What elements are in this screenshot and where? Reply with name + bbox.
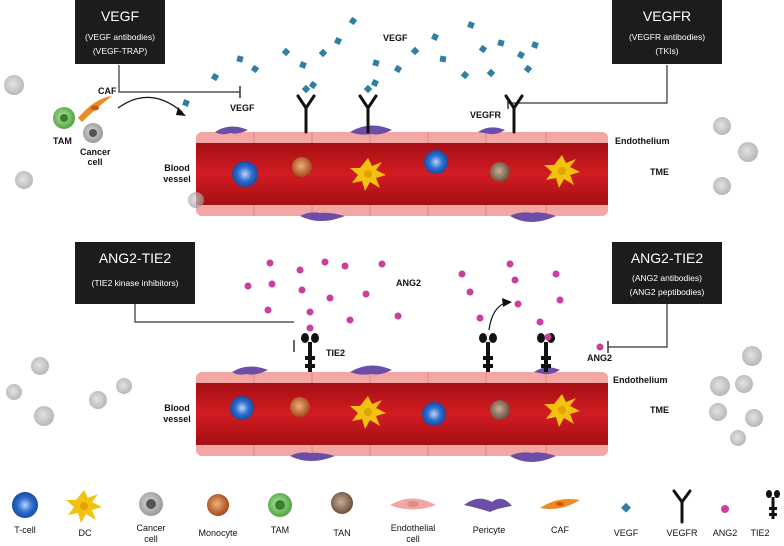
ang2-label: ANG2 [396, 278, 422, 288]
legend-label-monocyte: Monocyte [198, 528, 238, 538]
tan-in-vessel [490, 162, 510, 182]
legend-label-vegf: VEGF [613, 528, 639, 538]
vegfr-box-line-2: (TKIs) [655, 46, 679, 56]
legend-label-vegfr: VEGFR [666, 528, 698, 538]
legend [12, 489, 780, 524]
vegfr-inhibition-line [508, 65, 668, 104]
bottom-panel [6, 258, 763, 462]
tan-in-vessel-2 [490, 400, 510, 420]
dc-in-vessel-2 [544, 155, 580, 188]
tme-background-cells-bottom [6, 346, 763, 446]
ang2-tie2-left-title: ANG2-TIE2 [98, 250, 172, 266]
legend-label-caf: CAF [551, 525, 569, 535]
vegf-cloud-label: VEGF [383, 33, 408, 43]
tam-icon [268, 493, 292, 517]
t-cell-in-vessel-3 [230, 396, 254, 420]
t-cell-in-vessel-2 [424, 150, 448, 174]
ang2-tie2-left-box: ANG2-TIE2 (TIE2 kinase inhibitors) [75, 242, 195, 304]
blood-vessel-top [196, 125, 608, 222]
caf-label: CAF [98, 86, 117, 96]
legend-label-tan: TAN [333, 528, 351, 538]
tie2-inhibition-line [134, 304, 294, 323]
t-cell-icon [12, 492, 38, 518]
t-cell-in-vessel [232, 161, 258, 187]
vegf-box-line-2: (VEGF-TRAP) [92, 46, 148, 56]
legend-label-tie2: TIE2 [750, 528, 770, 538]
ang2-free-label: ANG2 [587, 353, 613, 363]
vegf-particles [182, 16, 539, 107]
cancer-cell-icon [139, 492, 163, 516]
tie2-receptors [301, 333, 555, 372]
pericyte-icon [464, 498, 512, 512]
ang2-tie2-left-line-1: (TIE2 kinase inhibitors) [91, 278, 179, 288]
vegfr-receptors-top [296, 94, 524, 134]
tme-label-bottom: TME [650, 405, 669, 415]
secretion-arrow-head [176, 107, 186, 116]
cancer-cell-label: Cancer cell [80, 147, 111, 167]
legend-label-dc: DC [78, 528, 92, 538]
vegfr-box-line-1: (VEGFR antibodies) [628, 32, 706, 42]
blood-vessel-label-bottom: Blood vessel [163, 403, 191, 424]
vegfr-box-title: VEGFR [642, 8, 692, 24]
ang2-icon [721, 505, 729, 513]
dc-in-vessel-3 [350, 396, 386, 429]
legend-label-t-cell: T-cell [14, 525, 36, 535]
ang2-release-arrow-head [502, 298, 512, 307]
tie2-label: TIE2 [326, 348, 346, 358]
secretion-arrow [117, 96, 183, 113]
endothelium-label-bottom: Endothelium [613, 375, 668, 385]
t-cell-in-vessel-4 [422, 402, 446, 426]
endothelial-cell-icon [390, 498, 436, 510]
caf-icon [540, 499, 580, 509]
vegfr-label: VEGFR [470, 110, 502, 120]
endothelium-label-top: Endothelium [615, 136, 670, 146]
monocyte-icon [207, 494, 229, 516]
vegfr-inhibitor-box: VEGFR (VEGFR antibodies) (TKIs) [612, 0, 722, 64]
ang2-inhibition-line [608, 304, 668, 348]
monocyte-in-vessel [292, 157, 312, 177]
cancer-cell-top [83, 123, 103, 143]
vegf-inhibition-line [118, 65, 240, 93]
legend-label-pericyte: Pericyte [472, 525, 506, 535]
tme-background-cells [4, 75, 758, 208]
vegf-inhibitor-box: VEGF (VEGF antibodies) (VEGF-TRAP) [75, 0, 165, 64]
tie2-icon [766, 490, 780, 519]
ang2-tie2-right-box: ANG2-TIE2 (ANG2 antibodies) (ANG2 peptib… [612, 242, 722, 304]
tam-cell [53, 107, 75, 129]
ang2-tie2-right-line-2: (ANG2 peptibodies) [629, 287, 705, 297]
dc-in-vessel-4 [544, 394, 580, 427]
tan-icon [331, 492, 353, 514]
dc-in-vessel [350, 158, 386, 191]
blood-vessel-label-top: Blood vessel [163, 163, 191, 184]
dendritic-cell-icon [66, 490, 102, 523]
vegf-bound [301, 84, 373, 94]
ang2-particles [244, 258, 604, 351]
ang2-tie2-right-line-1: (ANG2 antibodies) [632, 273, 702, 283]
legend-label-ang2: ANG2 [712, 528, 738, 538]
ang2-tie2-right-title: ANG2-TIE2 [630, 250, 704, 266]
legend-label-tam: TAM [270, 525, 290, 535]
legend-label-cancer-cell: Cancer cell [136, 523, 166, 544]
ang2-release-arrow [488, 302, 506, 331]
vegf-box-line-1: (VEGF antibodies) [85, 32, 155, 42]
blood-vessel-bottom [196, 365, 608, 462]
top-panel [4, 16, 758, 222]
vegf-icon [621, 502, 631, 513]
legend-label-endothelial-cell: Endothelial cell [390, 523, 436, 544]
vegf-label: VEGF [230, 103, 255, 113]
monocyte-in-vessel-2 [290, 397, 310, 417]
vegfr-icon [672, 489, 692, 524]
vegf-box-title: VEGF [100, 8, 140, 24]
tme-label-top: TME [650, 167, 669, 177]
tam-label: TAM [53, 136, 72, 146]
caf-cell [78, 96, 112, 122]
